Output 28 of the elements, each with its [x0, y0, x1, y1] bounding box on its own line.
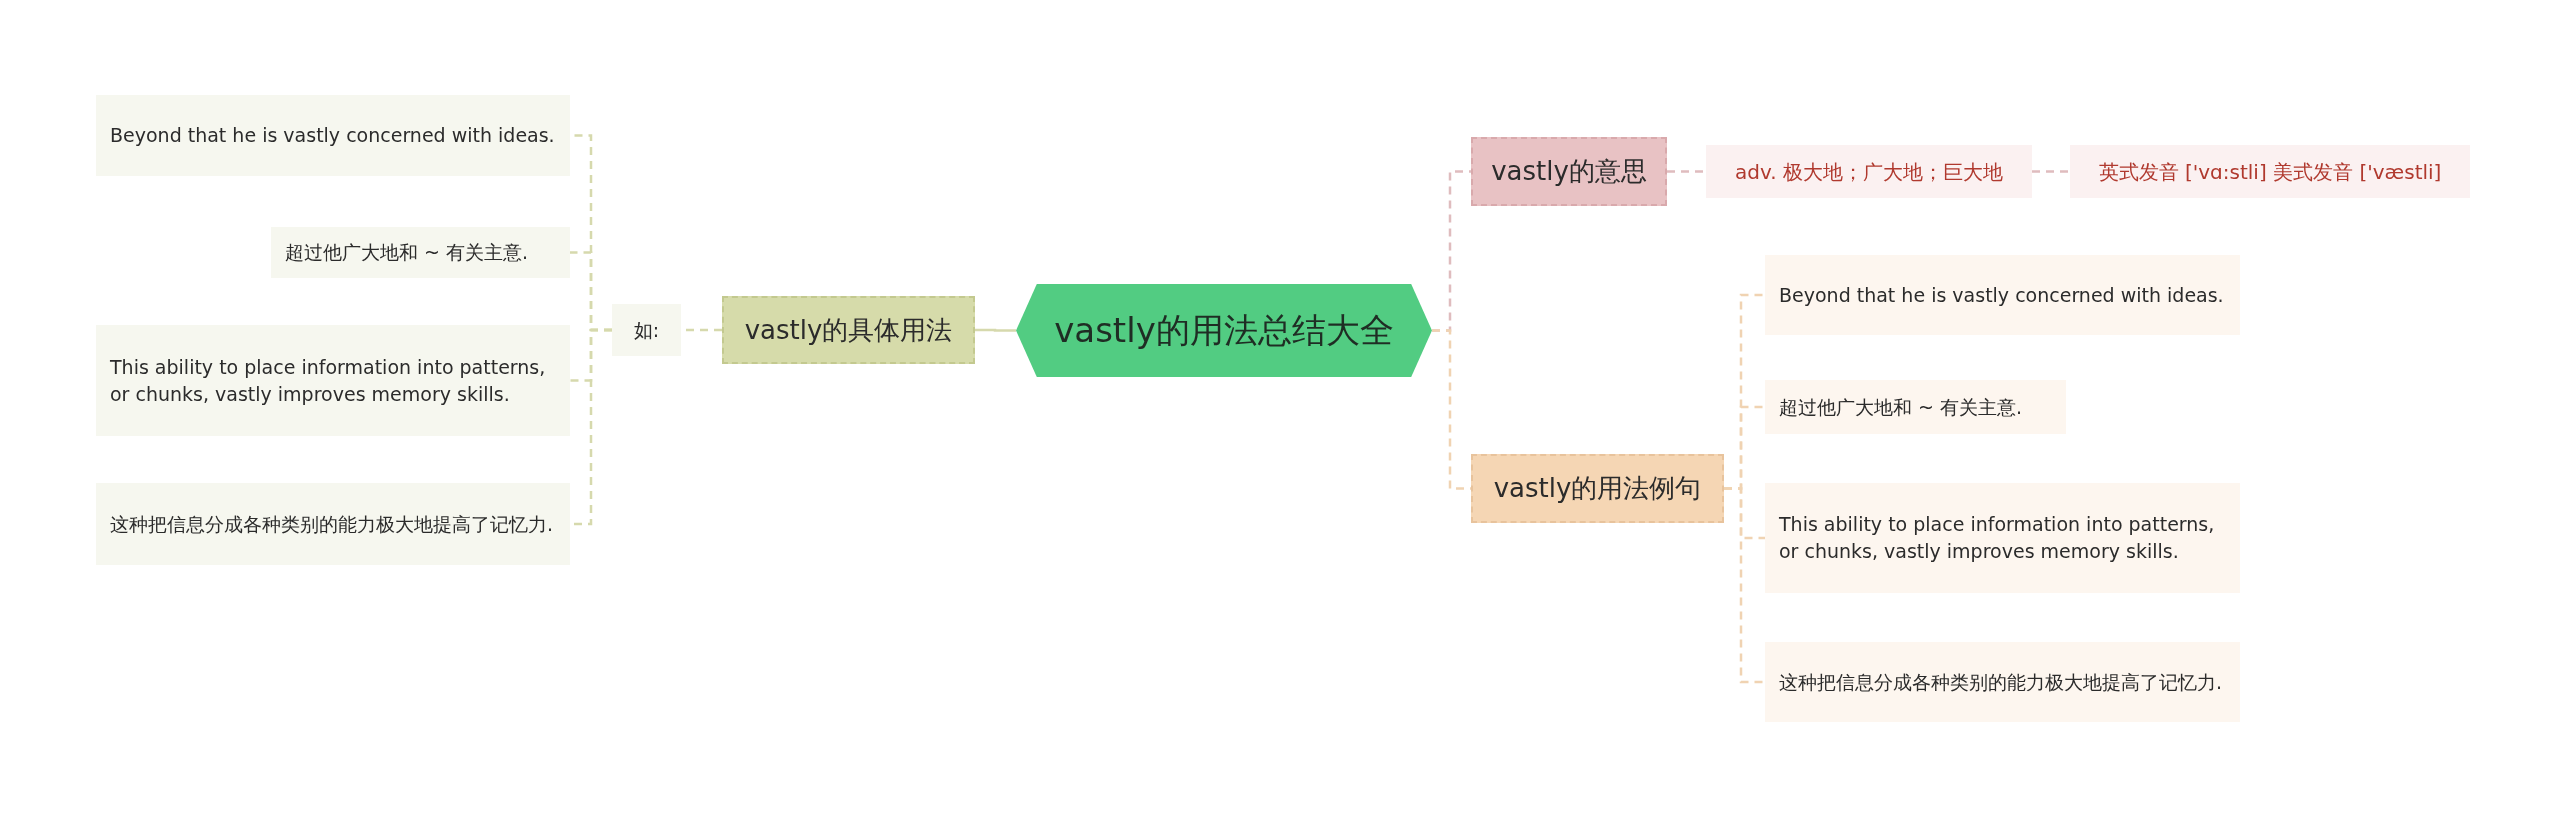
topic-box — [1706, 145, 2032, 198]
topic-text: This ability to place information into patterns, or chunks, vastly improves memory skills. — [1779, 512, 2216, 564]
topic-box — [1471, 137, 1667, 206]
topic-box — [96, 325, 570, 436]
topic-text: adv. 极大地；广大地；巨大地 — [1735, 158, 2003, 186]
topic-text: This ability to place information into patterns, or chunks, vastly improves memory skills. — [110, 354, 547, 407]
topic-text: Beyond that he is vastly concerned with ideas. — [1779, 282, 2224, 308]
topic-text: Beyond that he is vastly concerned with ideas. — [110, 123, 555, 149]
connector-line — [1667, 170, 1706, 173]
topic-box — [1765, 483, 2240, 593]
topic-text: vastly的具体用法 — [744, 313, 953, 347]
topic-text: 这种把信息分成各种类别的能力极大地提高了记忆力. — [1779, 669, 2223, 695]
connector-line — [1724, 487, 1765, 684]
topic-box — [271, 227, 570, 278]
topic-text: 超过他广大地和 ~ 有关主意. — [1779, 394, 2023, 420]
topic-text: vastly的用法例句 — [1493, 472, 1702, 506]
topic-text: vastly的意思 — [1491, 155, 1647, 189]
connector-line — [975, 328, 1016, 332]
topic-text: 这种把信息分成各种类别的能力极大地提高了记忆力. — [110, 511, 554, 537]
topic-box — [612, 304, 681, 356]
topic-text: 如: — [633, 317, 660, 343]
connector-line — [2032, 170, 2070, 173]
topic-text: 超过他广大地和 ~ 有关主意. — [285, 240, 529, 266]
hexagon-node — [1016, 284, 1432, 377]
topic-text: vastly的用法总结大全 — [1054, 308, 1394, 352]
topic-box — [722, 296, 975, 364]
topic-text: 英式发音 ['vɑ:stli] 美式发音 ['væstli] — [2098, 158, 2442, 186]
topic-box — [1471, 454, 1724, 523]
